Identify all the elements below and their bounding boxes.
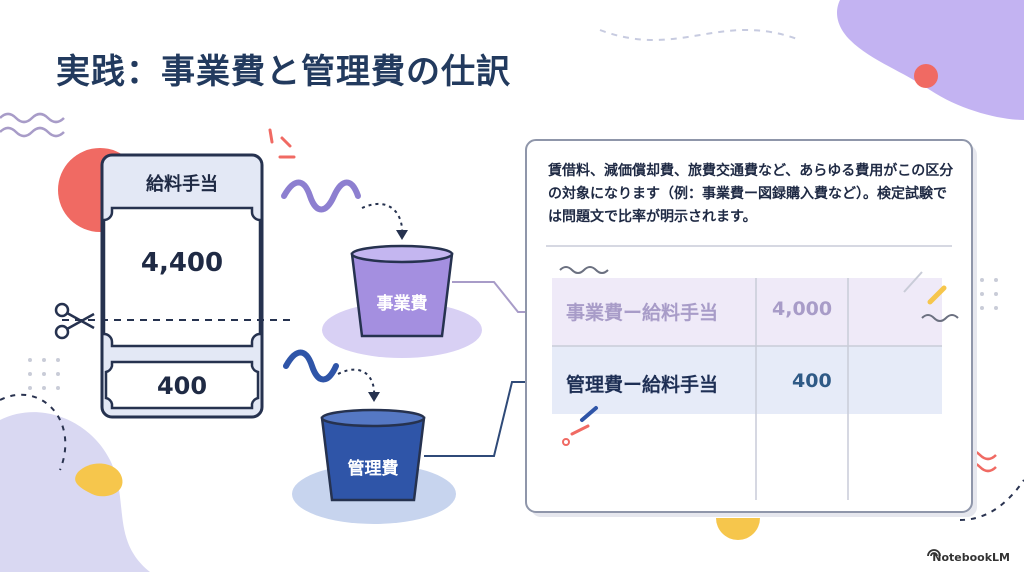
dashed-curve-top: [599, 29, 801, 41]
squiggle-icon-top: [281, 179, 361, 213]
ticket-main-amount: 4,400: [140, 248, 224, 278]
yellow-half-circle: [716, 518, 760, 540]
wavy-line-left-2: [0, 126, 65, 138]
row-business-bg: [552, 278, 942, 346]
row-admin-bg: [552, 346, 942, 414]
coral-dot-top-right: [914, 64, 938, 88]
journal-row-business-account: 事業費ー給料手当: [566, 302, 719, 324]
table-gray-stroke: [903, 271, 923, 293]
lavender-blob-bottom-left: [0, 412, 150, 572]
brand-icon: [927, 549, 941, 557]
table-wavy-top: [559, 266, 609, 274]
admin-bucket-rim: [320, 408, 426, 428]
squiggle-icon-bottom: [283, 349, 339, 383]
table-coral-stroke: [570, 424, 590, 436]
dotted-arrow-head-bottom: [368, 392, 380, 402]
explanation-note: 賃借料、減価償却費、旅費交通費など、あらゆる費用がこの区分の対象になります（例：…: [548, 163, 954, 225]
wavy-line-left: [0, 112, 65, 124]
journal-row-admin-account: 管理費ー給料手当: [566, 374, 719, 396]
dotted-arrow-icon-top: [361, 202, 404, 237]
dot-grid-left: [28, 358, 60, 390]
scissors-icon: [54, 302, 95, 340]
dotted-arrow-head-top: [396, 230, 408, 240]
dashed-curve-bottom: [0, 393, 67, 471]
journal-row-business-amount: 4,000: [772, 298, 833, 320]
page-title: 実践：事業費と管理費の仕訳: [56, 52, 511, 92]
yellow-blob-bottom-left: [75, 463, 123, 497]
brand-label: NotebookLM: [932, 551, 1010, 564]
journal-row-admin-amount: 400: [792, 370, 832, 392]
ticket-main-box: [102, 206, 262, 348]
dotted-arrow-icon-bottom: [337, 368, 376, 399]
lavender-blob-top-right: [837, 0, 1024, 120]
business-bucket-rim: [350, 244, 454, 264]
ticket-heading: 給料手当: [146, 174, 218, 195]
ticket-sub-amount: 400: [156, 372, 208, 400]
table-coral-dot: [562, 438, 570, 446]
admin-bucket-label: 管理費: [347, 459, 399, 479]
tick-marks: [268, 128, 296, 159]
table-blue-stroke: [580, 406, 598, 422]
ticket-sub-box: [104, 360, 260, 410]
business-bucket-label: 事業費: [376, 294, 428, 314]
table-yellow-stroke: [927, 285, 947, 305]
table-wavy-right: [921, 314, 959, 322]
